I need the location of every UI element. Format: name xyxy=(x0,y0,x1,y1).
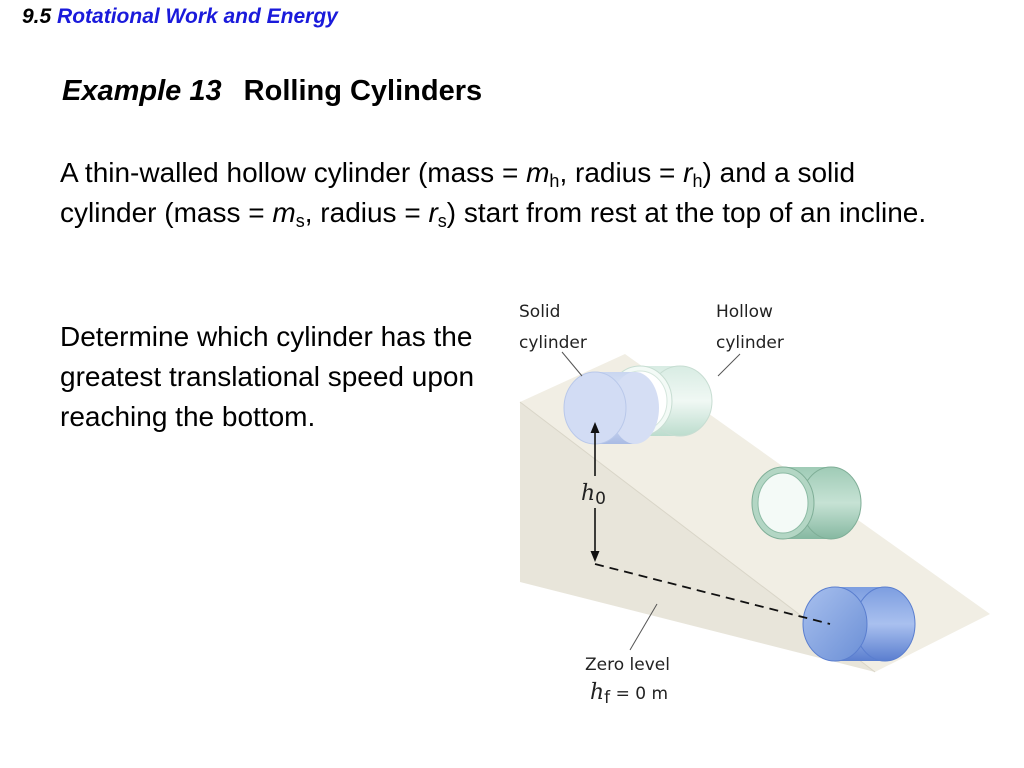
example-title: Example 13 Rolling Cylinders xyxy=(62,75,482,108)
solid-cylinder-top xyxy=(563,371,659,445)
zero-level-line xyxy=(594,563,831,625)
solid-cylinder-label: Solid cylinder xyxy=(519,302,587,353)
section-number: 9.5 xyxy=(22,5,52,28)
section-title: Rotational Work and Energy xyxy=(57,5,338,28)
hollow-cylinder-mid xyxy=(751,466,862,540)
section-header: 9.5 Rotational Work and Energy xyxy=(22,5,338,29)
height-arrow xyxy=(590,422,600,562)
zero-level-label: Zero level xyxy=(585,655,670,675)
problem-statement: A thin-walled hollow cylinder (mass = mh… xyxy=(60,157,927,231)
solid-label-leader xyxy=(561,351,583,377)
hollow-label-leader xyxy=(717,353,741,377)
example-label: Example 13 xyxy=(62,75,222,107)
question-text: Determine which cylinder has the greates… xyxy=(60,321,475,432)
hf-label: hf = 0 m xyxy=(590,680,668,708)
incline-figure: Solid cylinder Hollow cylinder h0 Zero l… xyxy=(519,302,990,708)
h0-label: h0 xyxy=(581,481,606,509)
solid-cylinder-bottom xyxy=(802,586,916,662)
example-name: Rolling Cylinders xyxy=(243,75,483,107)
zero-level-leader xyxy=(629,603,658,651)
hollow-cylinder-label: Hollow cylinder xyxy=(716,302,784,353)
